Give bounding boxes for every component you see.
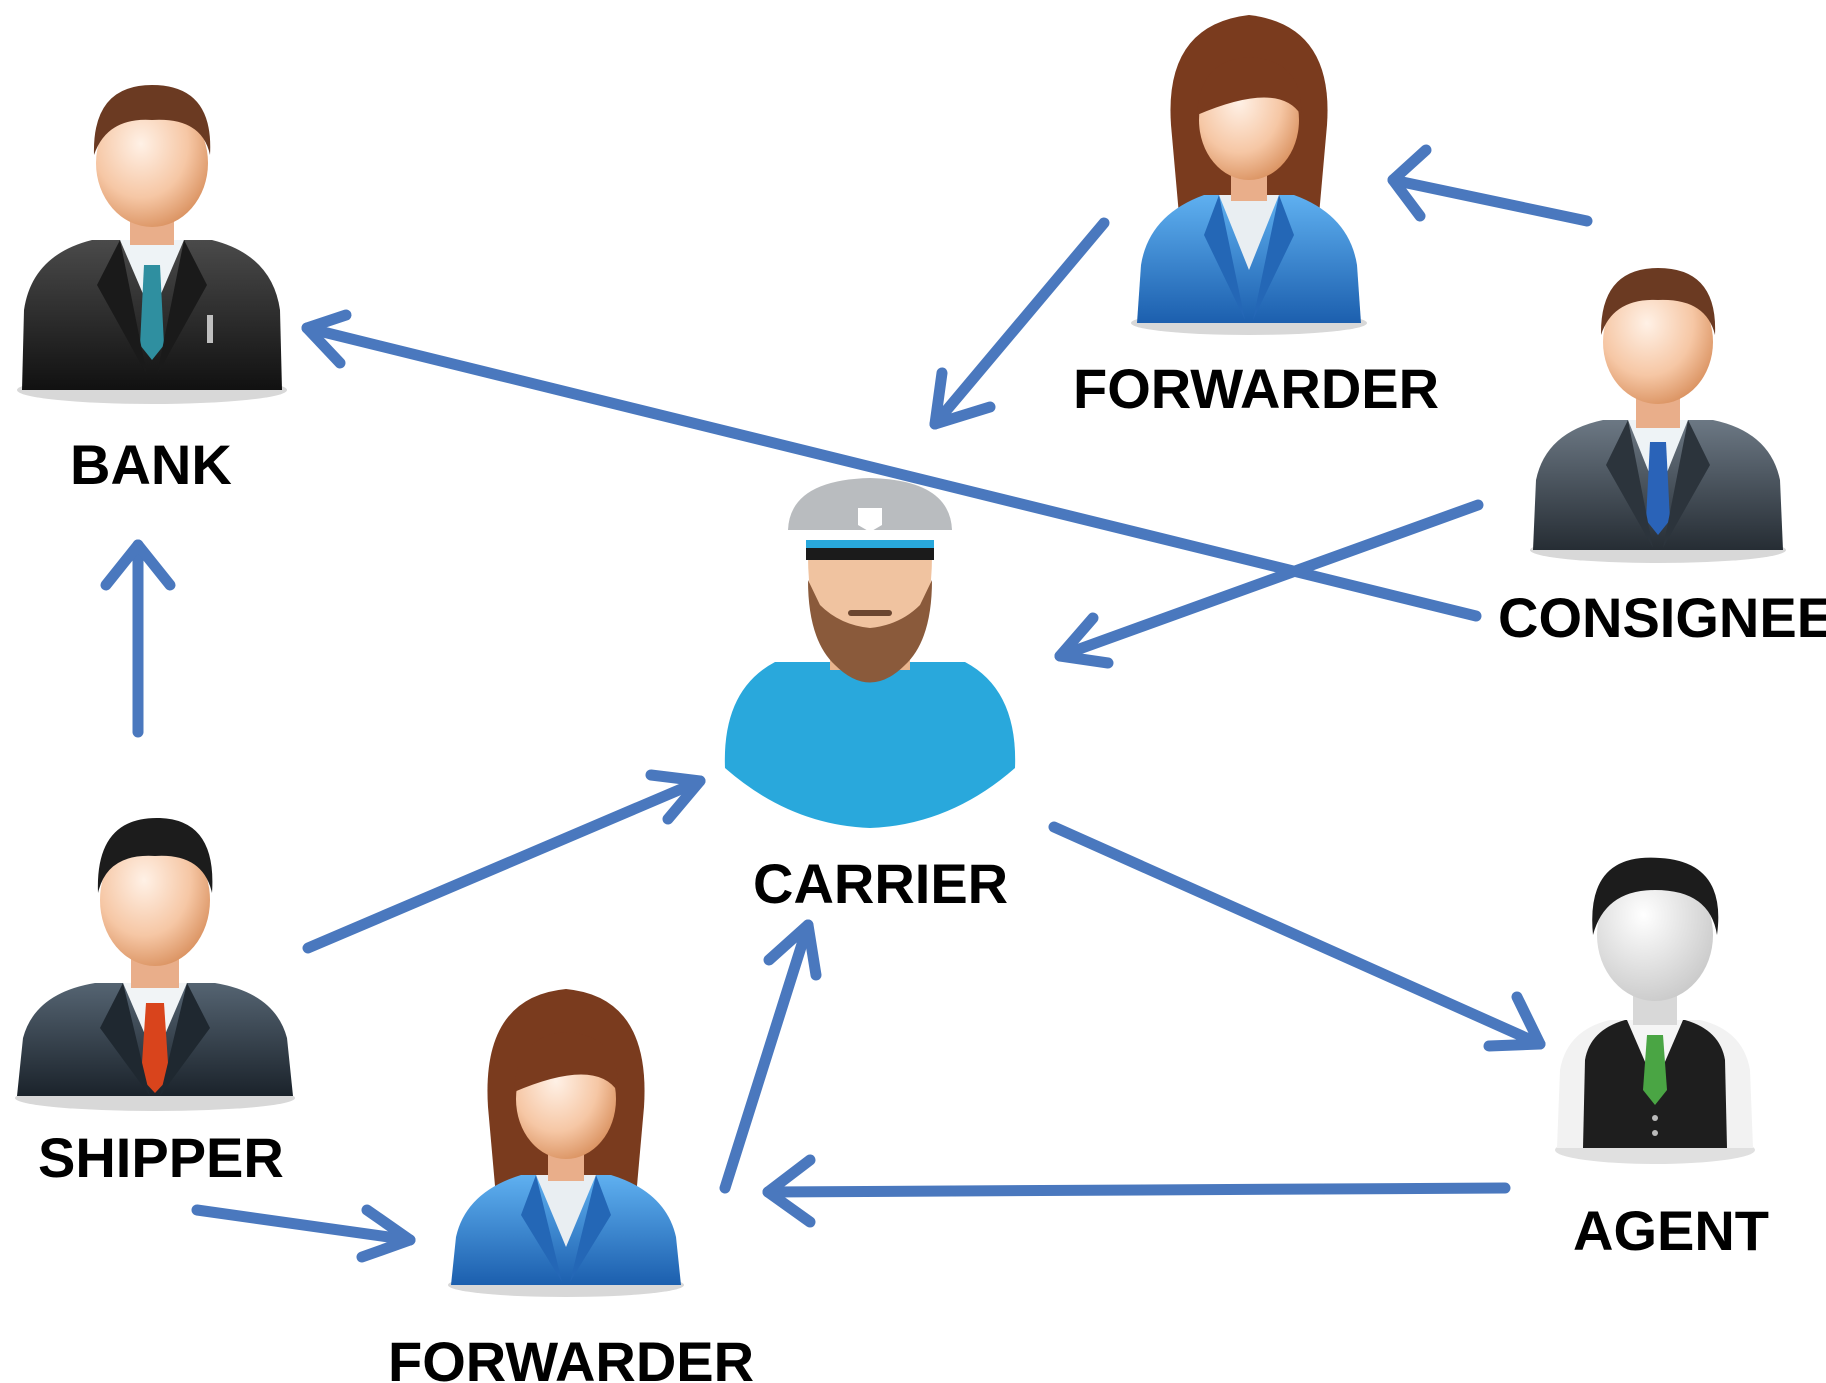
arrow-carrier-to-agent — [1048, 821, 1546, 1052]
arrow-consignee-to-bank — [301, 309, 1482, 622]
businesswoman-icon — [1131, 15, 1367, 335]
businessman-icon — [1530, 268, 1786, 563]
businessman-icon — [17, 85, 287, 404]
arrow-forwarder-top-to-carrier — [929, 217, 1110, 430]
arrow-shipper-to-carrier — [302, 769, 706, 954]
arrow-forwarder-to-carrier — [719, 919, 822, 1194]
arrow-consignee-to-carrier — [1054, 499, 1484, 669]
node-label-carrier: CARRIER — [753, 852, 1008, 915]
node-label-consignee: CONSIGNEE — [1498, 586, 1826, 649]
arrow-agent-to-forwarder — [762, 1154, 1511, 1228]
waiter-icon — [1555, 857, 1755, 1164]
arrows — [100, 144, 1593, 1263]
arrow-shipper-to-forwarder — [191, 1204, 416, 1263]
arrow-consignee-to-forwarder — [1387, 144, 1593, 227]
captain-icon — [724, 478, 1016, 828]
businessman-icon — [15, 817, 295, 1111]
node-label-agent: AGENT — [1573, 1199, 1769, 1262]
node-label-forwarder-top: FORWARDER — [1073, 357, 1439, 420]
businesswoman-icon — [448, 989, 684, 1297]
node-label-forwarder-bottom: FORWARDER — [388, 1330, 754, 1383]
arrow-shipper-to-bank — [100, 539, 176, 738]
node-label-shipper: SHIPPER — [38, 1126, 284, 1189]
node-label-bank: BANK — [70, 433, 232, 496]
